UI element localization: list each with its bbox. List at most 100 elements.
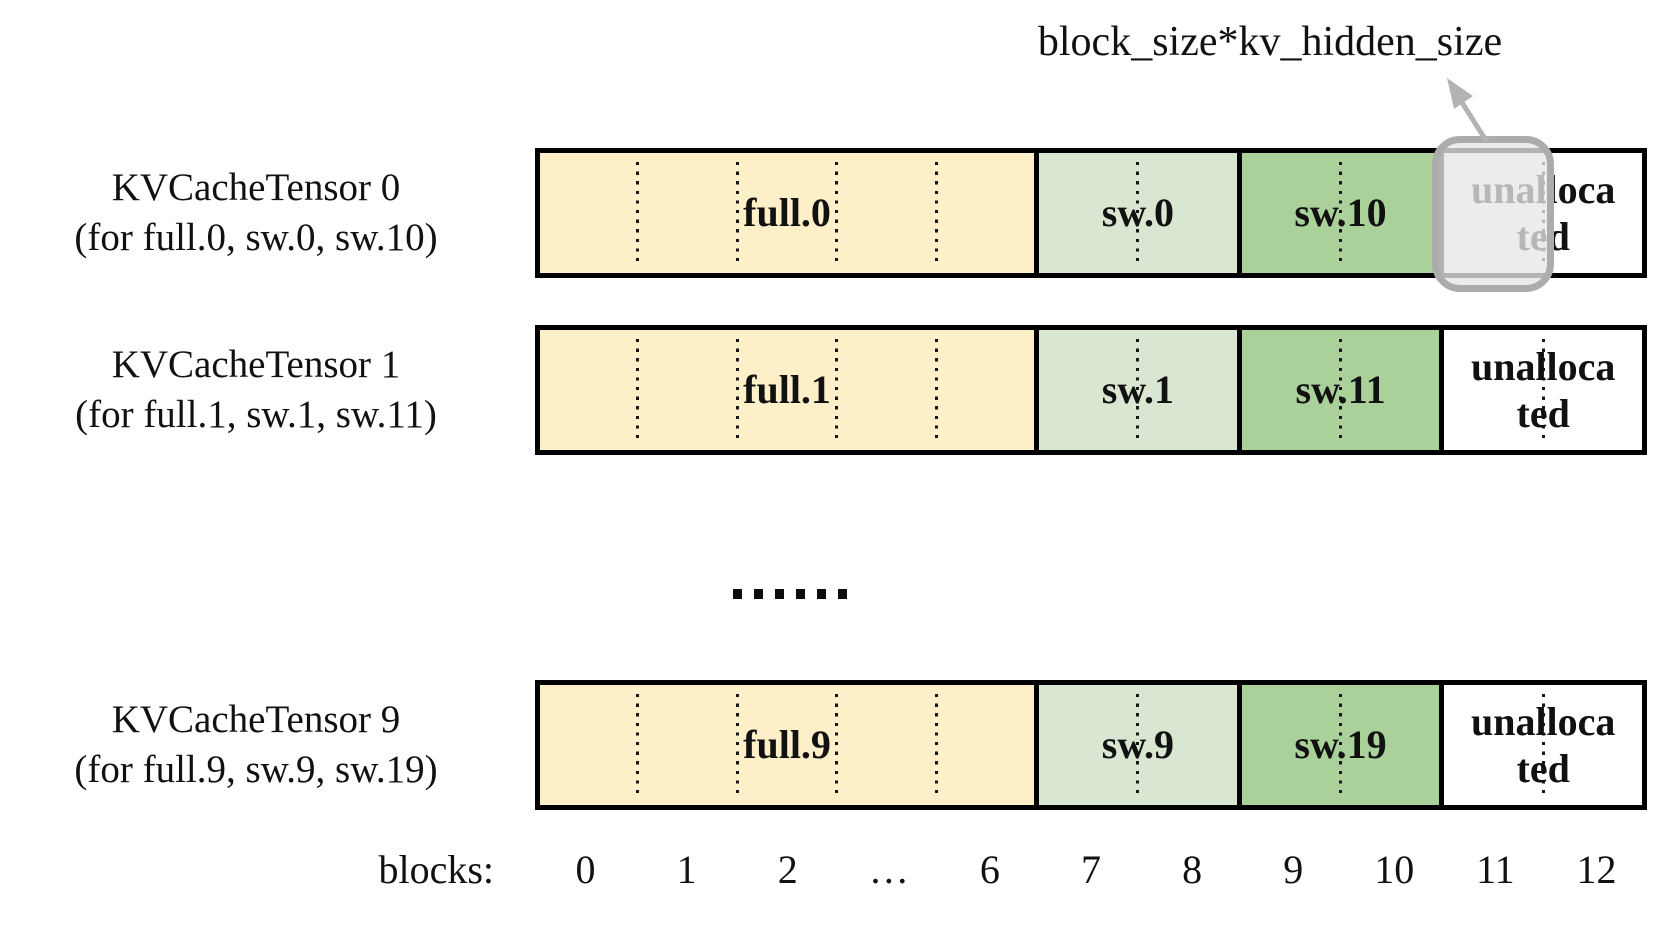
axis-tick: 7 [1081, 846, 1102, 892]
block-divider-dotted-line [735, 162, 739, 264]
tensor-label-9: KVCacheTensor 9 (for full.9, sw.9, sw.19… [0, 680, 512, 810]
block-divider-dotted-line [636, 162, 640, 264]
block-cell [938, 685, 1034, 805]
segment-label: full.0 [743, 190, 831, 236]
ellipsis-dot [775, 589, 784, 599]
block-divider-dotted-line [636, 339, 640, 441]
segment-block-cells [1242, 153, 1440, 273]
block-divider-dotted-line [1136, 694, 1140, 796]
block-divider-dotted-line [934, 694, 938, 796]
annotation-arrow-icon [1447, 78, 1490, 144]
segment-block-cells [1039, 153, 1237, 273]
segment-label: full.9 [743, 722, 831, 768]
block-divider-dotted-line [934, 162, 938, 264]
axis-tick: 0 [575, 846, 596, 892]
segment-sw.0: sw.0 [1034, 153, 1237, 273]
segment-label: sw.1 [1101, 367, 1175, 413]
blocks-axis-label: blocks: [378, 846, 494, 892]
segment-label: sw.19 [1294, 722, 1387, 768]
tensor-row-1: KVCacheTensor 1 (for full.1, sw.1, sw.11… [0, 325, 1676, 455]
segment-unallocated: unalloca ted [1439, 685, 1643, 805]
block-cell [639, 153, 735, 273]
axis-tick: 9 [1283, 846, 1304, 892]
ellipsis-dot [796, 589, 805, 599]
block-divider-dotted-line [835, 694, 839, 796]
block-divider-dotted-line [735, 694, 739, 796]
segment-sw.1: sw.1 [1034, 330, 1237, 450]
block-divider-dotted-line [934, 339, 938, 441]
segment-label: sw.11 [1295, 367, 1386, 413]
block-divider-dotted-line [636, 694, 640, 796]
axis-tick: 1 [676, 846, 697, 892]
segment-sw.19: sw.19 [1236, 685, 1440, 805]
segment-full.0: full.0 [540, 153, 1035, 273]
block-divider-dotted-line [1136, 339, 1140, 441]
block-cell [540, 153, 636, 273]
block-cell [540, 330, 636, 450]
block-divider-dotted-line [835, 339, 839, 441]
block-cell [838, 330, 934, 450]
block-divider-dotted-line [1136, 162, 1140, 264]
block-divider-dotted-line [1339, 694, 1343, 796]
block-size-highlight [1432, 136, 1554, 292]
axis-tick: … [868, 846, 909, 892]
block-cell [639, 685, 735, 805]
segment-block-cells [540, 330, 1034, 450]
tensor-bar-9: full.9 sw.9 sw.19 unalloca ted [535, 680, 1647, 810]
segment-label: sw.0 [1101, 190, 1175, 236]
axis-tick: 11 [1476, 846, 1515, 892]
tensor-row-9: KVCacheTensor 9 (for full.9, sw.9, sw.19… [0, 680, 1676, 810]
block-divider-dotted-line [1339, 339, 1343, 441]
segment-block-cells [1444, 685, 1642, 805]
axis-tick: 12 [1576, 846, 1617, 892]
axis-tick: 6 [979, 846, 1000, 892]
block-divider-dotted-line [735, 339, 739, 441]
segment-full.9: full.9 [540, 685, 1035, 805]
tensor-title: KVCacheTensor 0 [111, 166, 401, 210]
block-divider-dotted-line [835, 162, 839, 264]
segment-block-cells [1039, 330, 1237, 450]
axis-tick: 8 [1182, 846, 1203, 892]
segment-label: sw.9 [1101, 722, 1175, 768]
ellipsis-dot [733, 589, 742, 599]
tensor-label-1: KVCacheTensor 1 (for full.1, sw.1, sw.11… [0, 325, 512, 455]
tensor-row-0: KVCacheTensor 0 (for full.0, sw.0, sw.10… [0, 148, 1676, 278]
ellipsis-dot [817, 589, 826, 599]
axis-tick: 2 [777, 846, 798, 892]
segment-block-cells [540, 153, 1034, 273]
blocks-axis-ticks: 0 1 2 … 6 7 8 9 10 11 12 [535, 841, 1647, 897]
block-divider-dotted-line [1339, 162, 1343, 264]
segment-label: sw.10 [1294, 190, 1387, 236]
segment-sw.11: sw.11 [1236, 330, 1440, 450]
segment-sw.10: sw.10 [1236, 153, 1440, 273]
tensor-title: KVCacheTensor 1 [111, 343, 401, 387]
block-cell [639, 330, 735, 450]
row-gap-ellipsis-dots [733, 589, 847, 599]
segment-block-cells [1242, 685, 1440, 805]
segment-label: unalloca ted [1470, 343, 1616, 436]
segment-label: unalloca ted [1470, 698, 1616, 791]
block-cell [540, 685, 636, 805]
tensor-label-0: KVCacheTensor 0 (for full.0, sw.0, sw.10… [0, 148, 512, 278]
tensor-subtitle: (for full.1, sw.1, sw.11) [75, 393, 437, 436]
tensor-bar-1: full.1 sw.1 sw.11 unalloca ted [535, 325, 1647, 455]
ellipsis-dot [838, 589, 847, 599]
segment-unallocated: unalloca ted [1439, 330, 1643, 450]
block-size-annotation: block_size*kv_hidden_size [1037, 19, 1503, 65]
segment-block-cells [1242, 330, 1440, 450]
ellipsis-dot [754, 589, 763, 599]
tensor-subtitle: (for full.0, sw.0, sw.10) [74, 216, 438, 259]
segment-block-cells [1039, 685, 1237, 805]
block-cell [838, 685, 934, 805]
segment-block-cells [540, 685, 1034, 805]
block-divider-dotted-line [1541, 694, 1545, 796]
block-divider-dotted-line [1541, 339, 1545, 441]
segment-label: full.1 [743, 367, 831, 413]
block-cell [938, 330, 1034, 450]
blocks-axis: blocks: 0 1 2 … 6 7 8 9 10 11 12 [0, 841, 1676, 897]
segment-sw.9: sw.9 [1034, 685, 1237, 805]
segment-full.1: full.1 [540, 330, 1035, 450]
tensor-subtitle: (for full.9, sw.9, sw.19) [74, 748, 438, 791]
tensor-title: KVCacheTensor 9 [111, 698, 401, 742]
